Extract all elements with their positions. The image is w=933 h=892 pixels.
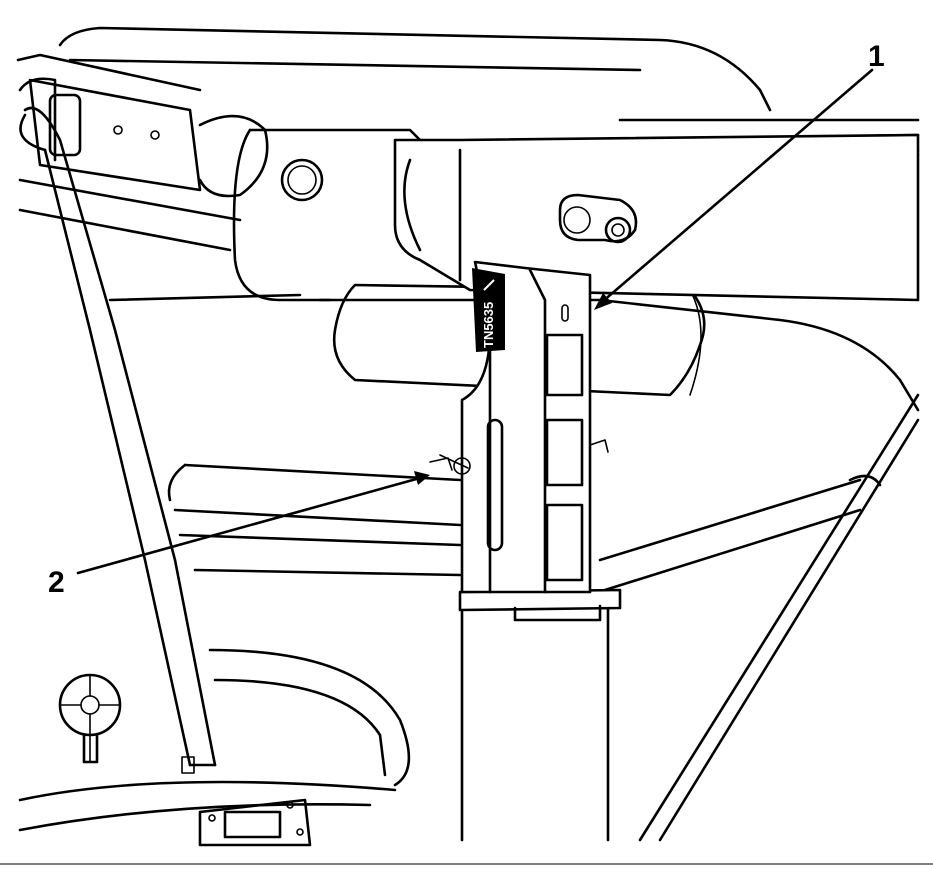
left-cylinder-assembly [18, 77, 269, 252]
lock-pin [429, 454, 471, 475]
callout-1: 1 [868, 40, 885, 73]
left-arm [19, 106, 217, 774]
support-post: TN5635 [458, 260, 622, 842]
cab-panel [18, 648, 411, 847]
cross-tube [332, 283, 706, 397]
upper-bracket [393, 133, 920, 302]
callout-2: 2 [48, 566, 65, 599]
callout-leaders [76, 68, 874, 575]
right-brace [638, 393, 920, 842]
lower-member [167, 463, 862, 592]
decal-label: TN5635 [481, 302, 496, 348]
decal: TN5635 [472, 268, 505, 352]
adjustment-knob [58, 673, 122, 764]
